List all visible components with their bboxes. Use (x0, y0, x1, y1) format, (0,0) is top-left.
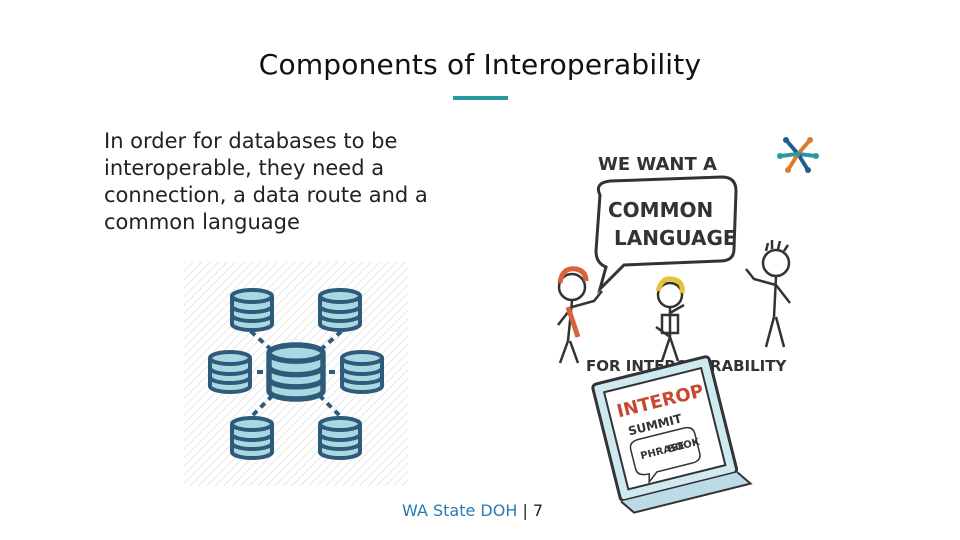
title-underline (453, 96, 508, 100)
footer-separator: | (517, 501, 533, 520)
database-icon (340, 350, 384, 394)
page-number: 7 (532, 501, 544, 520)
phrase-book: INTEROP SUMMIT PHRASE BOOK (591, 355, 753, 514)
org-logo-icon (777, 137, 819, 173)
database-icon (208, 350, 252, 394)
database-icon (318, 416, 362, 460)
database-icon (230, 416, 274, 460)
bubble-line-2: LANGUAGE (614, 226, 737, 250)
body-text: In order for databases to be interoperab… (104, 129, 428, 234)
person-right (745, 240, 791, 348)
speech-bubble (594, 175, 738, 295)
common-language-sketch: WE WANT A COMMON LANGUAGE FOR INTEROPERA… (557, 154, 791, 514)
database-icon (230, 288, 274, 332)
database-network-illustration (184, 262, 408, 486)
sketch-heading: WE WANT A (598, 154, 717, 175)
person-middle (655, 276, 685, 362)
bubble-line-1: COMMON (608, 198, 713, 222)
slide-title: Components of Interoperability (258, 48, 702, 81)
database-icon (269, 345, 323, 399)
footer-org: WA State DOH (402, 501, 518, 520)
slide-footer: WA State DOH | 7 (402, 501, 543, 520)
person-left (557, 266, 603, 364)
database-icon (318, 288, 362, 332)
